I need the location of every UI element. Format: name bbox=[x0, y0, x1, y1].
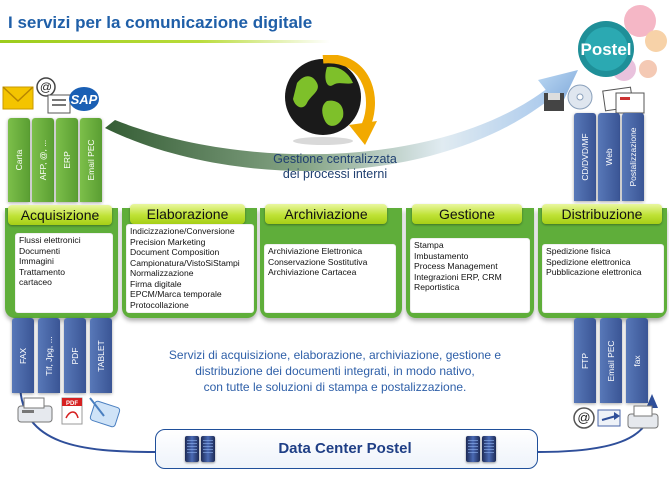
center-caption: Gestione centralizzata dei processi inte… bbox=[230, 152, 440, 182]
letters-icon bbox=[602, 86, 645, 114]
list-item: Firma digitale bbox=[130, 278, 182, 289]
envelope-icon bbox=[2, 86, 34, 110]
stage-label-acquisizione[interactable]: Acquisizione bbox=[8, 205, 112, 225]
list-item: Immagini bbox=[19, 256, 54, 266]
list-item: Archiviazione Elettronica bbox=[268, 246, 363, 256]
list-item: Document Composition bbox=[130, 247, 220, 257]
fax-machine-icon bbox=[627, 405, 659, 429]
list-item: Spedizione fisica bbox=[546, 246, 611, 256]
center-caption-line1: Gestione centralizzata bbox=[273, 152, 397, 166]
postel-logo: Postel bbox=[578, 5, 667, 81]
tablet-pen-icon bbox=[89, 397, 121, 428]
output-tab-email-pec[interactable]: Email PEC bbox=[600, 318, 622, 403]
stage-label-gestione[interactable]: Gestione bbox=[412, 204, 522, 224]
list-item: Archiviazione Cartacea bbox=[268, 267, 357, 277]
source-icons: @ SAP bbox=[2, 77, 99, 114]
svg-text:SAP: SAP bbox=[71, 92, 98, 107]
list-item: Spedizione elettronica bbox=[546, 256, 631, 267]
list-item: Protocollazione bbox=[130, 299, 189, 310]
title-underline bbox=[0, 40, 330, 43]
disk-icon bbox=[544, 93, 564, 111]
output-tab-cd-dvd-mf[interactable]: CD/DVD/MF bbox=[574, 113, 596, 201]
input-tab-tif-jpg[interactable]: Tif, Jpg, ... bbox=[38, 318, 60, 393]
stage-items-distribuzione: Spedizione fisica Spedizione elettronica… bbox=[542, 244, 664, 313]
output-tab-web[interactable]: Web bbox=[598, 113, 620, 201]
input-tab-afp[interactable]: AFP, @, ... bbox=[32, 118, 54, 202]
postel-logo-text: Postel bbox=[580, 40, 631, 59]
center-caption-line2: dei processi interni bbox=[282, 167, 388, 181]
svg-text:@: @ bbox=[577, 410, 590, 425]
server-icon bbox=[482, 436, 496, 462]
list-item: Trattamento bbox=[19, 266, 66, 277]
list-item: Stampa bbox=[414, 240, 444, 250]
server-icon bbox=[466, 436, 480, 462]
bottom-right-icons: @ bbox=[573, 405, 659, 429]
list-item: Reportistica bbox=[414, 282, 460, 292]
list-item: Integrazioni ERP, CRM bbox=[414, 271, 502, 282]
list-item: Pubblicazione elettronica bbox=[546, 267, 642, 277]
svg-text:@: @ bbox=[40, 80, 52, 94]
list-item: Normalizzazione bbox=[130, 268, 194, 278]
server-icon bbox=[201, 436, 215, 462]
input-tab-pdf[interactable]: PDF bbox=[64, 318, 86, 393]
ftp-transfer-icon bbox=[597, 409, 621, 427]
cd-dvd-icon bbox=[567, 84, 593, 110]
list-item: Campionatura/VistoSiStampi bbox=[130, 257, 240, 268]
output-tab-postalizzazione[interactable]: Postalizzazione bbox=[622, 113, 644, 201]
sap-logo-icon: SAP bbox=[69, 87, 99, 111]
input-tab-tablet[interactable]: TABLET bbox=[90, 318, 112, 393]
output-tab-ftp[interactable]: FTP bbox=[574, 318, 596, 403]
input-tab-fax[interactable]: FAX bbox=[12, 318, 34, 393]
list-item: Flussi elettronici bbox=[19, 235, 81, 245]
svg-text:PDF: PDF bbox=[66, 401, 78, 407]
description-line: distribuzione dei documenti integrati, i… bbox=[195, 364, 475, 378]
list-item: Documenti bbox=[19, 245, 61, 256]
services-description: Servizi di acquisizione, elaborazione, a… bbox=[130, 347, 540, 395]
stage-label-elaborazione[interactable]: Elaborazione bbox=[130, 204, 245, 224]
description-line: Servizi di acquisizione, elaborazione, a… bbox=[168, 348, 502, 362]
server-icon bbox=[185, 436, 199, 462]
output-tab-fax[interactable]: fax bbox=[626, 318, 648, 403]
input-tab-email-pec[interactable]: Email PEC bbox=[80, 118, 102, 202]
list-item: Precision Marketing bbox=[130, 236, 206, 247]
input-tab-erp[interactable]: ERP bbox=[56, 118, 78, 202]
page-title: I servizi per la comunicazione digitale bbox=[8, 13, 313, 32]
documents-icon bbox=[47, 94, 71, 114]
at-sign-icon: @ bbox=[36, 77, 56, 97]
stage-label-distribuzione[interactable]: Distribuzione bbox=[542, 204, 662, 224]
globe-arrow-icon bbox=[285, 55, 377, 145]
output-icons bbox=[544, 84, 645, 114]
list-item: Process Management bbox=[414, 261, 498, 271]
description-line: con tutte le soluzioni di stampa e posta… bbox=[203, 380, 467, 394]
stage-items-gestione: Stampa Imbustamento Process Management I… bbox=[410, 238, 530, 313]
fax-machine-icon bbox=[17, 397, 53, 423]
stage-items-archiviazione: Archiviazione Elettronica Conservazione … bbox=[264, 244, 396, 313]
list-item: Imbustamento bbox=[414, 250, 469, 261]
stage-items-elaborazione: Indicizzazione/Conversione Precision Mar… bbox=[126, 224, 254, 313]
bottom-left-icons: PDF bbox=[17, 397, 121, 428]
list-item: Indicizzazione/Conversione bbox=[130, 226, 235, 236]
input-tab-carta[interactable]: Carta bbox=[8, 118, 30, 202]
datacenter-label: Data Center Postel bbox=[278, 440, 412, 457]
stage-items-acquisizione: Flussi elettronici Documenti Immagini Tr… bbox=[15, 233, 113, 313]
stage-label-archiviazione[interactable]: Archiviazione bbox=[265, 204, 387, 224]
pdf-document-icon: PDF bbox=[61, 397, 83, 425]
email-at-icon: @ bbox=[573, 407, 595, 429]
list-item: Conservazione Sostitutiva bbox=[268, 256, 368, 267]
list-item: EPCM/Marca temporale bbox=[130, 289, 222, 299]
list-item: cartaceo bbox=[19, 277, 52, 287]
